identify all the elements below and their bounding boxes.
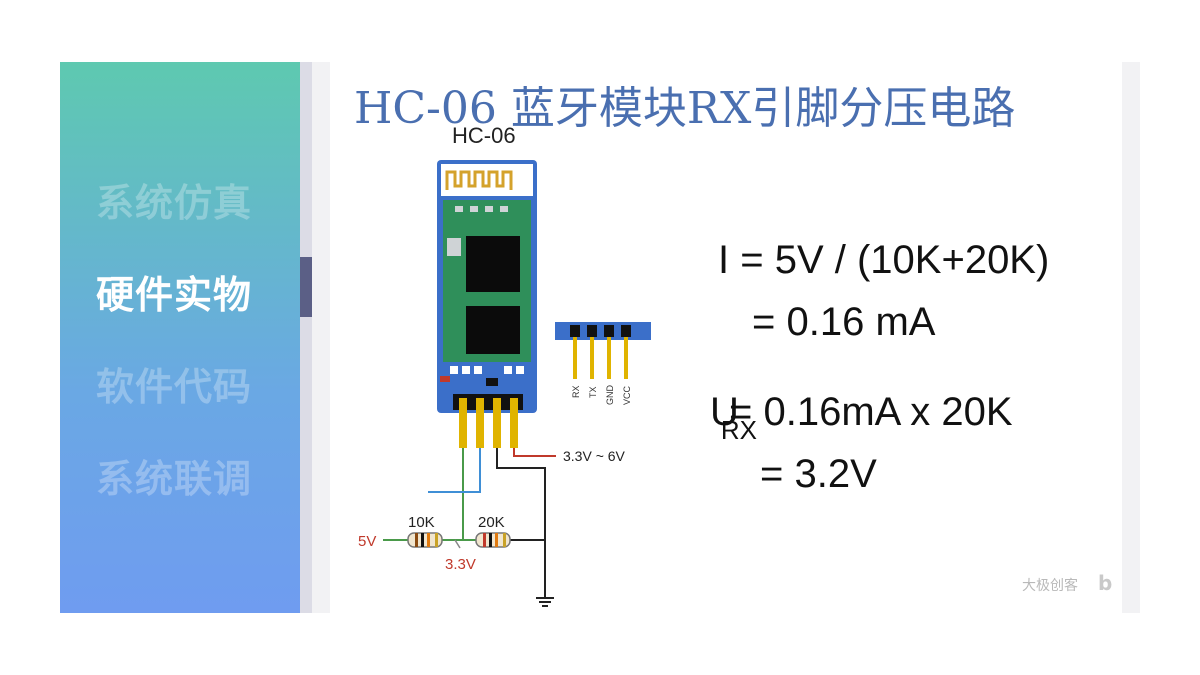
watermark-logo-icon: b: [1098, 571, 1113, 595]
pin-label-rx: RX: [571, 385, 581, 398]
ground-icon: [536, 597, 554, 607]
nav-item-system-simulation[interactable]: 系统仿真: [96, 181, 253, 225]
input-voltage-label: 5V: [358, 533, 376, 550]
resistor2-label: 20K: [478, 514, 505, 531]
formula-current-result: = 0.16 mA: [752, 300, 936, 344]
voltage-range-label: 3.3V ~ 6V: [563, 448, 626, 464]
slide-title: HC-06 蓝牙模块RX引脚分压电路: [354, 83, 1016, 134]
formula-voltage-result: = 3.2V: [760, 452, 877, 496]
pin-header: RX TX GND VCC: [555, 322, 651, 405]
nav-item-software-code[interactable]: 软件代码: [96, 365, 253, 409]
sidebar-divider: [300, 62, 312, 613]
sidebar-nav: 系统仿真 硬件实物 软件代码 系统联调: [60, 62, 300, 613]
resistor1-label: 10K: [408, 514, 435, 531]
pin-label-vcc: VCC: [622, 385, 632, 405]
formula-voltage-expression: = 0.16mA x 20K: [729, 390, 1013, 434]
formula-voltage: URX= 0.16mA x 20K: [710, 390, 1013, 445]
pin-label-tx: TX: [588, 386, 598, 398]
active-indicator: [300, 257, 312, 317]
hc06-module: [437, 160, 537, 448]
formula-current: I = 5V / (10K+20K): [718, 238, 1050, 282]
resistor-20k: [475, 532, 511, 548]
wiring: [383, 448, 556, 598]
nav-item-system-integration[interactable]: 系统联调: [96, 457, 253, 501]
resistor-10k: [407, 532, 443, 548]
pin-label-gnd: GND: [605, 385, 615, 406]
nav-item-hardware[interactable]: 硬件实物: [96, 273, 253, 317]
watermark-text: 大极创客: [1022, 578, 1078, 594]
formula-voltage-symbol: U: [710, 390, 739, 434]
formula-voltage-subscript: RX: [720, 415, 758, 445]
module-label: HC-06: [452, 123, 516, 148]
divider-voltage-label: 3.3V: [445, 556, 476, 573]
